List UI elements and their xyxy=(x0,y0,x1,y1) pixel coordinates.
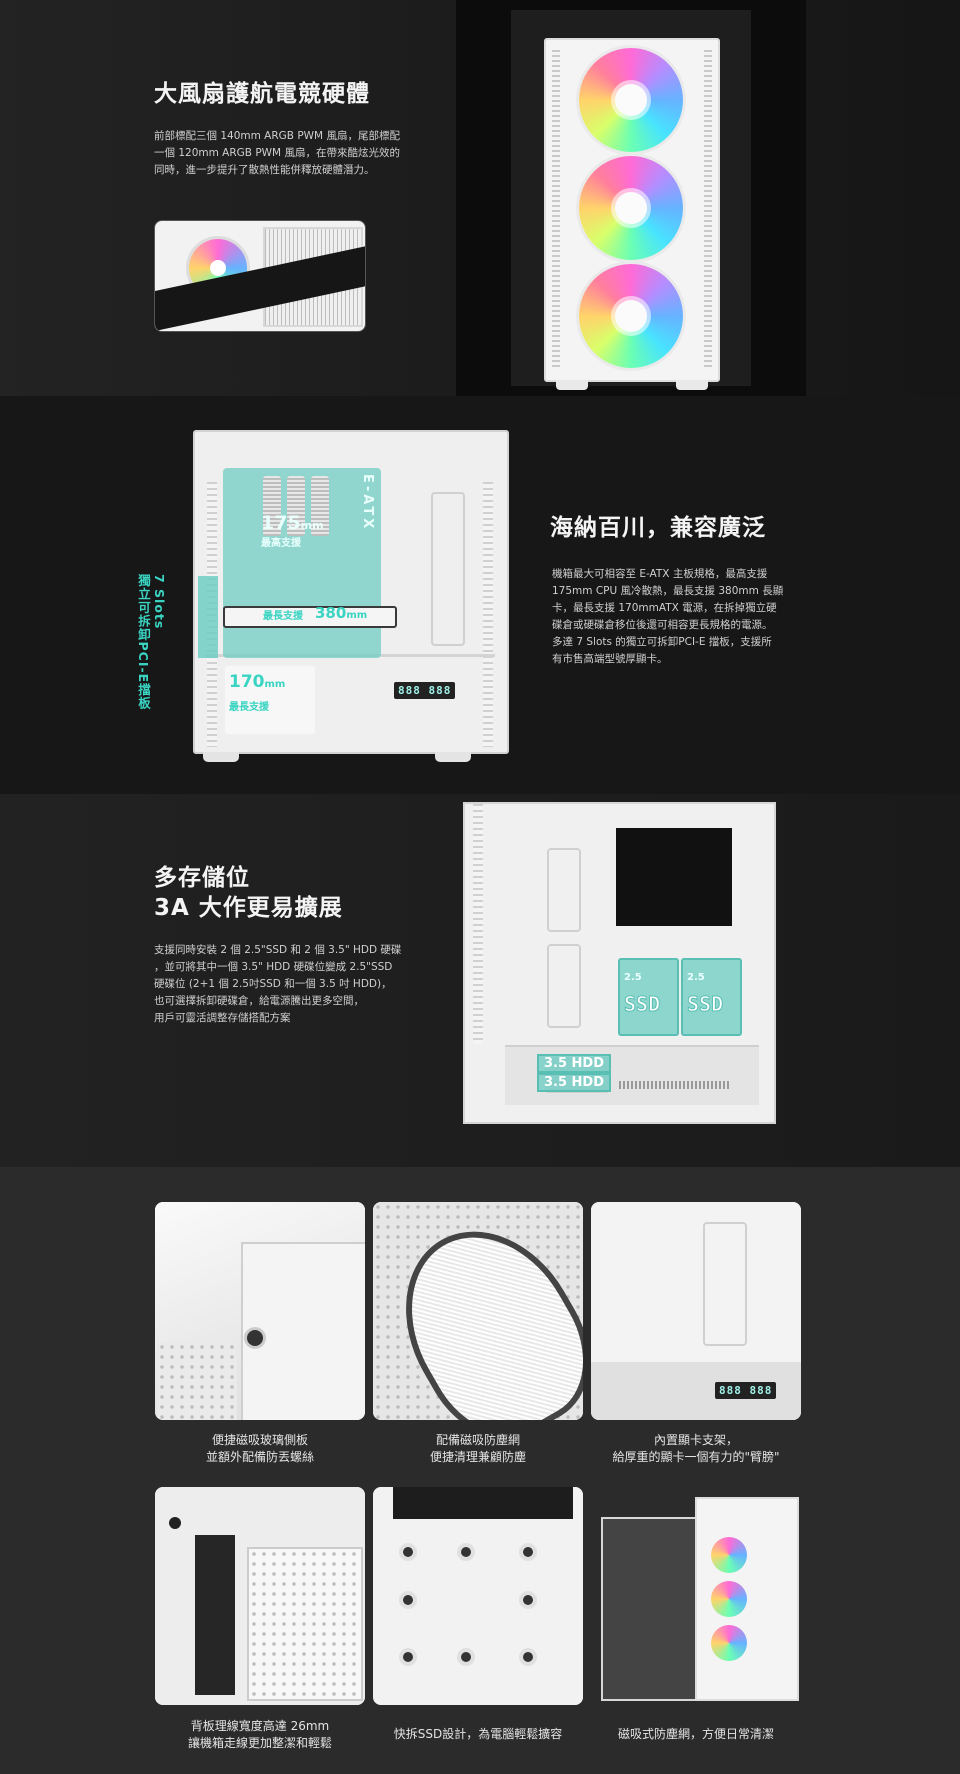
feature-card-quick-release-ssd xyxy=(373,1487,583,1705)
feature-caption-4: 背板理線寬度高達 26mm 讓機箱走線更加整潔和輕鬆 xyxy=(187,1719,332,1750)
ssd-1-label: SSD xyxy=(623,992,661,1017)
pcie-slots-label: 7 Slots xyxy=(152,574,167,630)
storage-section: 多存儲位 3A 大作更易擴展 支援同時安裝 2 個 2.5"SSD 和 2 個 … xyxy=(0,794,960,1167)
power-button-icon xyxy=(169,1517,181,1529)
psu-length-caption: 最長支援 xyxy=(229,702,269,713)
ssd-bay-1: 2.5 SSD xyxy=(618,958,679,1036)
fan-description: 前部標配三個 140mm ARGB PWM 風扇，尾部標配 一個 120mm A… xyxy=(154,130,400,176)
gpu-image: 最長支援 380mm xyxy=(223,604,397,628)
case-back-image: 2.5 SSD 2.5 SSD 3.5 HDD 3.5 HDD xyxy=(463,802,776,1124)
eatx-label: E-ATX xyxy=(360,474,375,532)
psu-length-value: 170mm xyxy=(229,672,286,692)
ssd-2-label: SSD xyxy=(686,992,724,1017)
psu-image: 170mm 最長支援 xyxy=(225,666,315,734)
feature-caption-3: 內置顯卡支架， 給厚重的顯卡一個有力的"臂膀" xyxy=(612,1433,780,1464)
storage-heading-line1: 多存儲位 xyxy=(154,865,250,891)
feature-card-dust-filter xyxy=(373,1202,583,1420)
cooler-height-caption: 最高支援 xyxy=(261,538,301,549)
ssd-2-size: 2.5 xyxy=(687,972,705,983)
ssd-bay-2: 2.5 SSD xyxy=(681,958,742,1036)
case-front-showcase xyxy=(456,0,806,396)
feature-card-gpu-holder: 888 888 xyxy=(591,1202,801,1420)
front-fan-middle xyxy=(579,156,683,260)
feature-caption-5: 快拆SSD設計，為電腦輕鬆擴容 xyxy=(393,1727,563,1741)
cpu-cooler-image xyxy=(253,476,343,536)
fan-heading: 大風扇護航電競硬體 xyxy=(154,81,370,107)
gpu-length-value: 380mm xyxy=(315,604,368,622)
cpu-cutout xyxy=(616,828,732,926)
hdd-bay-1-label: 3.5 HDD xyxy=(537,1054,612,1073)
storage-description: 支援同時安裝 2 個 2.5"SSD 和 2 個 3.5" HDD 硬碟 ，並可… xyxy=(154,944,402,1024)
compatibility-section: E-ATX 175mm 最高支援 最長支援 380mm 170mm 最長支援 8… xyxy=(0,396,960,794)
temperature-display: 888 888 xyxy=(394,682,456,699)
feature-caption-6: 磁吸式防塵網，方便日常清潔 xyxy=(617,1727,774,1741)
case-front-image xyxy=(544,38,720,390)
gpu-length-caption: 最長支援 xyxy=(263,611,303,622)
thumbscrew-icon xyxy=(247,1330,263,1346)
feature-card-magnetic-filter xyxy=(591,1487,801,1705)
ssd-1-size: 2.5 xyxy=(624,972,642,983)
front-fan-bottom xyxy=(579,264,683,368)
feature-caption-2: 配備磁吸防塵網 便捷清理兼顧防塵 xyxy=(429,1433,526,1464)
card-temperature-display: 888 888 xyxy=(715,1382,777,1399)
motherboard-area: E-ATX 175mm 最高支援 xyxy=(223,468,381,658)
fan-section: 大風扇護航電競硬體 前部標配三個 140mm ARGB PWM 風扇，尾部標配 … xyxy=(0,0,960,396)
feature-card-cable-management xyxy=(155,1487,365,1705)
pcie-slots-highlight xyxy=(198,576,218,658)
feature-card-magnetic-glass xyxy=(155,1202,365,1420)
compatibility-heading: 海納百川，兼容廣泛 xyxy=(550,515,766,541)
cooler-height-value: 175mm xyxy=(261,512,324,534)
feature-cards-section: 888 888 便捷磁吸玻璃側板 並額外配備防丟螺絲 配備磁吸防塵網 便捷清理兼… xyxy=(0,1167,960,1774)
storage-heading-line2: 3A 大作更易擴展 xyxy=(154,895,343,921)
rear-fan-thumbnail xyxy=(154,220,366,332)
feature-caption-1: 便捷磁吸玻璃側板 並額外配備防丟螺絲 xyxy=(205,1433,314,1464)
pcie-bracket-label: 獨立可拆卸PCI-E擋板 xyxy=(136,574,151,711)
hdd-bay-2-label: 3.5 HDD xyxy=(537,1073,612,1092)
front-fan-top xyxy=(579,48,683,152)
compatibility-description: 機箱最大可相容至 E-ATX 主板規格，最高支援 175mm CPU 風冷散熱，… xyxy=(552,568,784,665)
